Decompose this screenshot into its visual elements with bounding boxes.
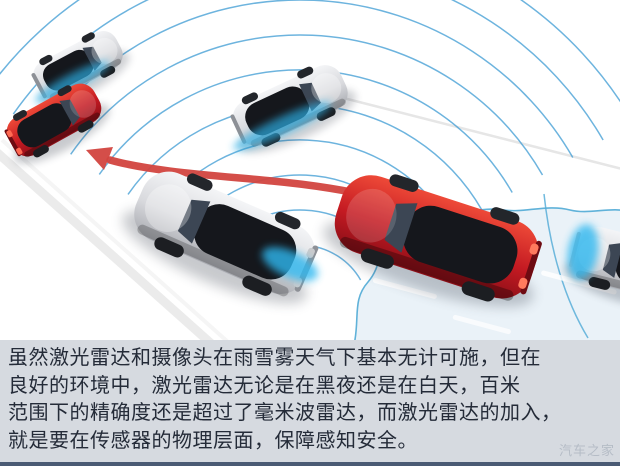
sensor-glow-car-top-middle (232, 101, 332, 151)
caption-text: 虽然激光雷达和摄像头在雨雪雾天气下基本无计可施，但在 良好的环境中，激光雷达无论… (0, 340, 620, 454)
sensor-glow-car-center-rear (262, 246, 318, 282)
road-lines (0, 88, 620, 340)
caption-line-4: 就是要在传感器的物理层面，保障感知安全。 (8, 427, 418, 452)
sensor-glow-car-top-left (34, 61, 110, 103)
caption-line-3: 范围下的精确度还是超过了毫米波雷达，而激光雷达的加入， (8, 400, 562, 424)
sensor-illustration (0, 0, 620, 340)
car-red-large-right (323, 174, 542, 307)
autohome-watermark: 汽车之家 (558, 444, 615, 459)
sensor-illustration-canvas (0, 0, 620, 340)
caption-block: 虽然激光雷达和摄像头在雨雪雾天气下基本无计可施，但在 良好的环境中，激光雷达无论… (0, 340, 620, 462)
caption-line-1: 虽然激光雷达和摄像头在雨雪雾天气下基本无计可施，但在 (8, 345, 541, 369)
caption-line-2: 良好的环境中，激光雷达无论是在黑夜还是在白天，百米 (8, 372, 521, 397)
car-red-small-left (4, 83, 110, 164)
sensor-glow-car-right-front (567, 224, 599, 280)
bottom-border-line (0, 462, 620, 466)
